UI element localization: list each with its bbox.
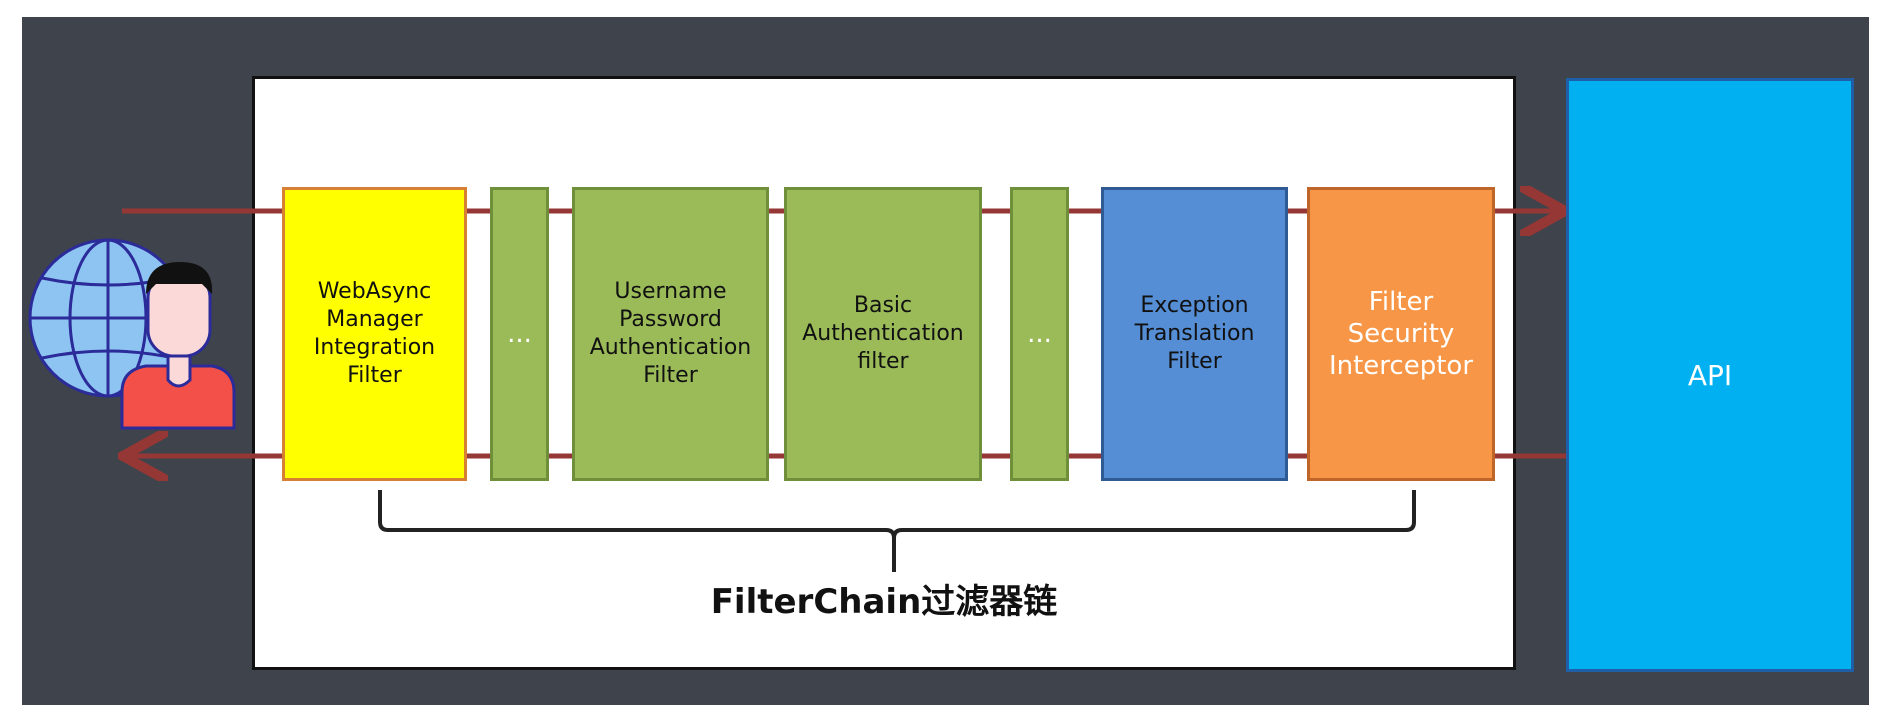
filter-ellipsis-2: ... <box>1010 187 1069 481</box>
filter-webasync-manager-integration: WebAsync Manager Integration Filter <box>282 187 467 481</box>
api-box: API <box>1566 78 1854 672</box>
filter-username-password-authentication: Username Password Authentication Filter <box>572 187 769 481</box>
filter-chain-label: FilterChain过滤器链 <box>710 582 1058 622</box>
chain-brace <box>378 490 1416 572</box>
filter-basic-authentication: Basic Authentication filter <box>784 187 982 481</box>
api-label: API <box>1687 358 1733 392</box>
filter-ellipsis-1: ... <box>490 187 549 481</box>
filter-exception-translation: Exception Translation Filter <box>1101 187 1288 481</box>
filter-security-interceptor: Filter Security Interceptor <box>1307 187 1495 481</box>
user-icon <box>120 262 236 430</box>
